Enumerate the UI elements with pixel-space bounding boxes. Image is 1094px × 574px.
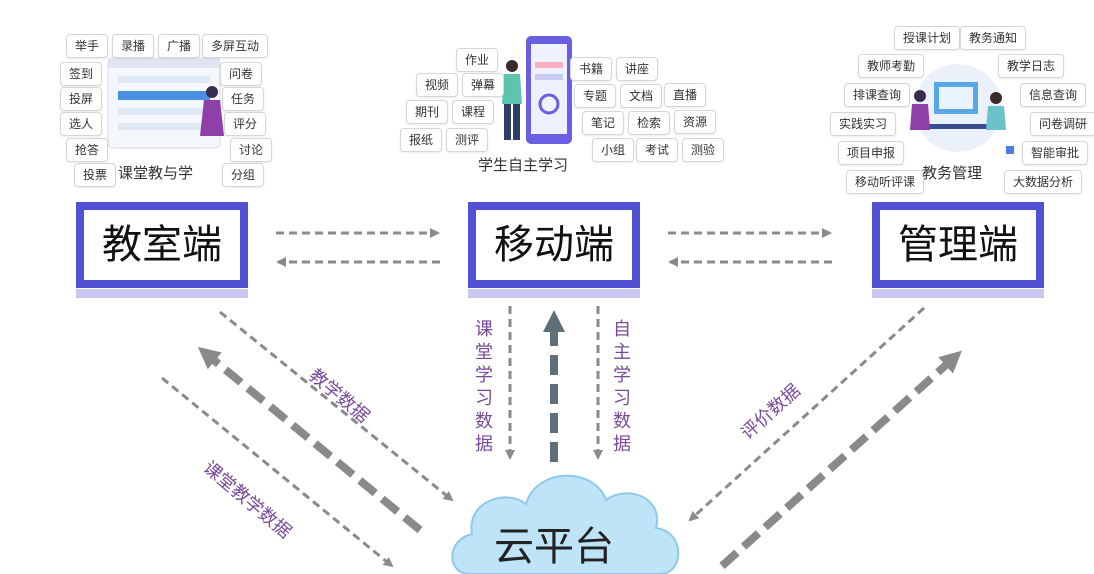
tag-quiz[interactable]: 测验: [682, 138, 725, 162]
cloud-shape: [451, 474, 680, 574]
tag-danmaku[interactable]: 弹幕: [462, 73, 505, 97]
tag-course[interactable]: 课程: [452, 100, 495, 124]
tag-recording[interactable]: 录播: [112, 34, 155, 58]
arrow-class-teaching-data: [161, 376, 394, 568]
admin-terminal-label: 管理端: [880, 210, 1036, 280]
label-class-learning-data: 课堂学习数据: [475, 319, 493, 454]
tag-survey-research[interactable]: 问卷调研: [1030, 112, 1094, 136]
tag-document[interactable]: 文档: [620, 84, 663, 108]
tag-group[interactable]: 分组: [222, 163, 265, 187]
tag-pick-person[interactable]: 选人: [60, 112, 103, 136]
arrow-evaluation-data: [688, 306, 926, 522]
tag-small-group[interactable]: 小组: [592, 138, 635, 162]
mobile-terminal-label: 移动端: [476, 210, 632, 280]
tag-vote[interactable]: 投票: [74, 163, 117, 187]
tag-broadcast[interactable]: 广播: [158, 34, 201, 58]
classroom-terminal-label: 教室端: [84, 210, 240, 280]
tag-cast-screen[interactable]: 投屏: [60, 87, 103, 111]
tag-raise-hand[interactable]: 举手: [66, 34, 109, 58]
tag-newspaper[interactable]: 报纸: [400, 128, 443, 152]
label-self-study-data: 自主学习数据: [613, 319, 631, 454]
tag-quick-answer[interactable]: 抢答: [66, 138, 109, 162]
admin-illustration: [910, 64, 1014, 154]
tag-info-query[interactable]: 信息查询: [1020, 83, 1087, 107]
classroom-caption: 课堂教与学: [118, 165, 194, 182]
tag-academic-notice[interactable]: 教务通知: [960, 26, 1027, 50]
tag-homework[interactable]: 作业: [456, 48, 499, 72]
tag-video[interactable]: 视频: [416, 73, 459, 97]
mobile-terminal[interactable]: 移动端: [468, 202, 640, 298]
tag-task[interactable]: 任务: [222, 87, 265, 111]
tag-resources[interactable]: 资源: [674, 110, 717, 134]
classroom-terminal[interactable]: 教室端: [76, 202, 248, 298]
arrow-cloud-to-classroom: [197, 346, 423, 534]
tag-notes[interactable]: 笔记: [582, 111, 625, 135]
admin-caption: 教务管理: [922, 165, 983, 182]
admin-terminal[interactable]: 管理端: [872, 202, 1044, 298]
tag-topic[interactable]: 专题: [574, 84, 617, 108]
tag-teaching-log[interactable]: 教学日志: [998, 54, 1065, 78]
tag-teacher-attendance[interactable]: 教师考勤: [858, 54, 925, 78]
tag-big-data-analysis[interactable]: 大数据分析: [1004, 170, 1083, 194]
tag-search[interactable]: 检索: [628, 111, 671, 135]
tag-smart-approval[interactable]: 智能审批: [1022, 141, 1089, 165]
tag-journal[interactable]: 期刊: [406, 100, 449, 124]
tag-assessment[interactable]: 测评: [446, 128, 489, 152]
arrow-cloud-to-admin: [719, 350, 962, 569]
tag-score[interactable]: 评分: [224, 112, 267, 136]
tag-live[interactable]: 直播: [664, 83, 707, 107]
classroom-illustration: [107, 57, 224, 149]
tag-multiscreen[interactable]: 多屏互动: [202, 34, 269, 58]
tag-mobile-evaluation[interactable]: 移动听评课: [846, 170, 925, 194]
mobile-caption: 学生自主学习: [478, 157, 569, 174]
tag-exam[interactable]: 考试: [636, 138, 679, 162]
arrow-teaching-data: [219, 310, 454, 502]
tag-teaching-plan[interactable]: 授课计划: [894, 26, 961, 50]
tag-discuss[interactable]: 讨论: [230, 138, 273, 162]
tag-questionnaire[interactable]: 问卷: [220, 62, 263, 86]
cloud-platform-label: 云平台: [494, 525, 614, 569]
tag-project-application[interactable]: 项目申报: [838, 141, 905, 165]
tag-schedule-query[interactable]: 排课查询: [844, 83, 911, 107]
mobile-illustration: [502, 36, 572, 144]
tag-checkin[interactable]: 签到: [60, 62, 103, 86]
tag-internship[interactable]: 实践实习: [830, 112, 897, 136]
tag-lecture[interactable]: 讲座: [616, 57, 659, 81]
tag-books[interactable]: 书籍: [570, 57, 613, 81]
